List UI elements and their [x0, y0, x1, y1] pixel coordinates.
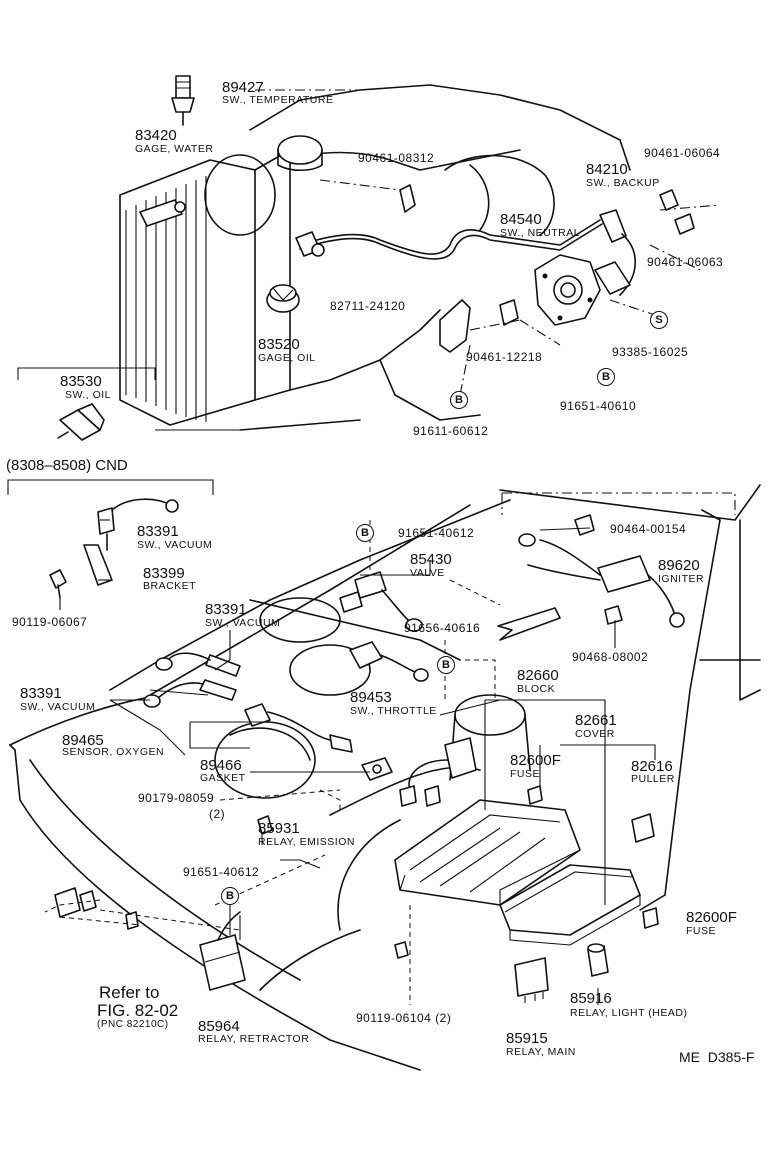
diagram-code: ME D385-F — [679, 1049, 755, 1065]
part-number-89465: 89465 — [62, 732, 104, 749]
marker-b-91651-40612-bottom: B — [221, 887, 239, 905]
marker-b-91651-40610: B — [597, 368, 615, 386]
cnd-box — [7, 479, 214, 599]
part-number-84210: 84210 — [586, 161, 628, 178]
part-number-85931: 85931 — [258, 820, 300, 837]
part-number-89620: 89620 — [658, 557, 700, 574]
part-number-83399: 83399 — [143, 565, 185, 582]
engine-drawing — [119, 75, 721, 431]
leader-lines — [44, 492, 736, 1005]
part-name-83530: SW., OIL — [65, 389, 112, 401]
part-number-90119-06104: 90119-06104 (2) — [356, 1011, 452, 1025]
part-number-82660: 82660 — [517, 667, 559, 684]
part-number-90468-08002: 90468-08002 — [572, 650, 649, 664]
part-number-90464-00154: 90464-00154 — [610, 522, 687, 536]
part-name-89427: SW., TEMPERATURE — [222, 94, 334, 106]
part-number-89466: 89466 — [200, 757, 242, 774]
part-name-83391-mid: SW., VACUUM — [205, 617, 281, 629]
part-number-82661: 82661 — [575, 712, 617, 729]
reference-line-1: Refer to — [99, 983, 160, 1002]
part-number-91651-40610: 91651-40610 — [560, 399, 637, 413]
part-name-82660: BLOCK — [517, 683, 556, 695]
part-number-90461-08312: 90461-08312 — [358, 151, 435, 165]
oil-switch-box — [17, 367, 156, 441]
part-number-90461-12218: 90461-12218 — [466, 350, 543, 364]
marker-b-91611-60612: B — [450, 391, 468, 409]
part-name-85916: RELAY, LIGHT (HEAD) — [570, 1007, 688, 1019]
part-name-89466: GASKET — [200, 772, 246, 784]
part-number-83420: 83420 — [135, 127, 177, 144]
part-number-89453: 89453 — [350, 689, 392, 706]
part-name-82600F-b: FUSE — [686, 925, 717, 937]
part-number-83391-cnd: 83391 — [137, 523, 179, 540]
part-name-85931: RELAY, EMISSION — [258, 836, 355, 848]
part-number-83391-left: 83391 — [20, 685, 62, 702]
part-number-84540: 84540 — [500, 211, 542, 228]
part-number-89427: 89427 — [222, 79, 264, 96]
part-name-83420: GAGE, WATER — [135, 143, 214, 155]
part-name-89620: IGNITER — [658, 573, 705, 585]
part-name-82616: PULLER — [631, 773, 675, 785]
engine-bay-components — [54, 514, 685, 1003]
part-name-83391-left: SW., VACUUM — [20, 701, 96, 713]
part-name-84210: SW., BACKUP — [586, 177, 660, 189]
part-name-82661: COVER — [575, 728, 615, 740]
part-name-85915: RELAY, MAIN — [506, 1046, 576, 1058]
reference-line-2: FIG. 82-02 — [97, 1001, 179, 1020]
qty-90179: (2) — [209, 807, 226, 821]
marker-b-91651-40612-top: B — [356, 524, 374, 542]
part-name-85964: RELAY, RETRACTOR — [198, 1033, 310, 1045]
part-number-82616: 82616 — [631, 758, 673, 775]
part-number-83530: 83530 — [60, 373, 102, 390]
part-name-83520: GAGE, OIL — [258, 352, 316, 364]
part-name-89465: SENSOR, OXYGEN — [62, 746, 165, 758]
part-number-82711-24120: 82711-24120 — [330, 299, 406, 313]
part-name-84540: SW., NEUTRAL — [500, 227, 581, 239]
part-number-91656-40616: 91656-40616 — [404, 621, 481, 635]
part-number-90461-06063: 90461-06063 — [647, 255, 724, 269]
part-number-91651-40612-top: 91651-40612 — [398, 526, 475, 540]
part-number-90461-06064: 90461-06064 — [644, 146, 721, 160]
part-number-83520: 83520 — [258, 336, 300, 353]
part-number-93385-16025: 93385-16025 — [612, 345, 689, 359]
marker-s-93385: S — [650, 311, 668, 329]
part-name-82600F-a: FUSE — [510, 768, 541, 780]
part-number-82600F-b: 82600F — [686, 909, 737, 926]
part-number-85915: 85915 — [506, 1030, 548, 1047]
part-number-85916: 85916 — [570, 990, 612, 1007]
part-name-85430: VALVE — [410, 567, 445, 579]
part-number-82600F-a: 82600F — [510, 752, 561, 769]
part-name-83399: BRACKET — [143, 580, 197, 592]
part-number-90119-06067: 90119-06067 — [12, 615, 88, 629]
part-number-91651-40612-bottom: 91651-40612 — [183, 865, 260, 879]
part-number-85964: 85964 — [198, 1018, 240, 1035]
part-number-90179-08059: 90179-08059 — [138, 791, 215, 805]
part-number-85430: 85430 — [410, 551, 452, 568]
cnd-heading: (8308–8508) CND — [6, 457, 128, 474]
part-number-91611-60612: 91611-60612 — [413, 424, 489, 438]
part-name-83391-cnd: SW., VACUUM — [137, 539, 213, 551]
reference-line-3: (PNC 82210C) — [97, 1019, 169, 1030]
marker-b-91656: B — [437, 656, 455, 674]
part-number-83391-mid: 83391 — [205, 601, 247, 618]
part-name-89453: SW., THROTTLE — [350, 705, 437, 717]
